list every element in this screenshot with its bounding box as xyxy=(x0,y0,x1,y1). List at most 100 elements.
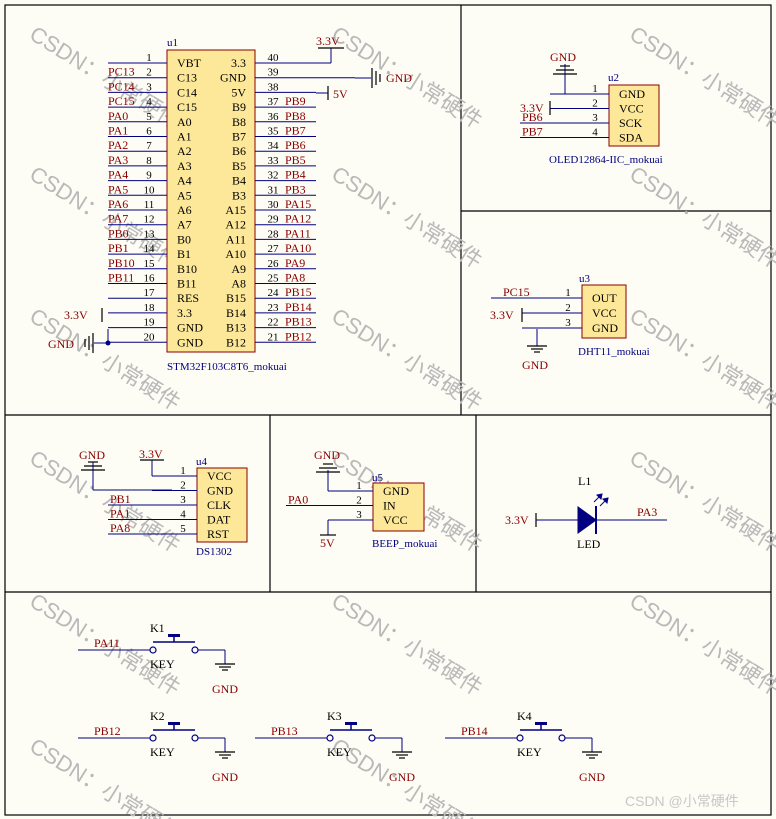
pin-number: 3 xyxy=(356,509,362,521)
pin-label: RST xyxy=(207,527,230,541)
u5-power-5v: 5V xyxy=(320,536,335,550)
net-label-pb5: PB5 xyxy=(285,153,306,167)
net-label-pa6: PA6 xyxy=(108,197,128,211)
pin-label: VBT xyxy=(177,56,202,70)
key-part-name: KEY xyxy=(327,745,352,759)
l1-power-33v: 3.3V xyxy=(505,513,529,527)
pin-label: A10 xyxy=(225,247,246,261)
pin-label: B3 xyxy=(232,188,246,202)
pin-number: 5 xyxy=(180,523,186,535)
l1-part-name: LED xyxy=(577,537,601,551)
switch-contact-icon xyxy=(326,734,334,742)
u3-designator: u3 xyxy=(579,273,591,285)
pin-label: OUT xyxy=(592,291,617,305)
pin-label: A11 xyxy=(226,232,246,246)
pin-number: 3 xyxy=(146,81,152,93)
pin-label: B15 xyxy=(226,291,246,305)
switch-contact-icon xyxy=(516,734,524,742)
u2-power-33v: 3.3V xyxy=(520,101,544,115)
u1-designator: u1 xyxy=(167,37,178,49)
pin-label: GND xyxy=(177,335,203,349)
pin-number: 27 xyxy=(268,243,280,255)
net-label-pa9: PA9 xyxy=(285,256,305,270)
net-label-pb3: PB3 xyxy=(285,182,306,196)
pin-number: 22 xyxy=(268,317,279,329)
u5-body xyxy=(372,482,425,532)
u1-body xyxy=(166,49,256,353)
pin-label: GND xyxy=(220,71,246,85)
pin-number: 18 xyxy=(144,302,156,314)
pin-number: 3 xyxy=(592,112,598,124)
pin-number: 36 xyxy=(268,111,280,123)
u1-part-name: STM32F103C8T6_mokuai xyxy=(167,361,287,373)
net-label-pc14: PC14 xyxy=(108,79,135,93)
pin-label: A1 xyxy=(177,130,192,144)
net-label-pb13: PB13 xyxy=(285,315,312,329)
key-designator: K4 xyxy=(517,709,532,723)
u3-pin-2: 2 VCC xyxy=(522,302,617,320)
key-gnd-label: GND xyxy=(212,682,238,696)
net-label-pa1: PA1 xyxy=(110,507,130,521)
pin-number: 25 xyxy=(268,273,280,285)
pin-number: 10 xyxy=(144,184,156,196)
pin-label: 3.3 xyxy=(231,56,246,70)
u1-pin-22: 22 B13 PB13 xyxy=(226,315,316,335)
key-part-name: KEY xyxy=(517,745,542,759)
net-label-pa11: PA11 xyxy=(285,226,311,240)
pin-number: 23 xyxy=(268,302,280,314)
net-label-pb1: PB1 xyxy=(110,492,131,506)
net-label-pb6: PB6 xyxy=(522,110,543,124)
u5-part-name: BEEP_mokuai xyxy=(372,538,437,550)
u2-gnd-label: GND xyxy=(550,50,576,64)
pin-label: B10 xyxy=(177,262,197,276)
pin-label: B7 xyxy=(232,130,246,144)
key-designator: K1 xyxy=(150,621,165,635)
pin-label: A3 xyxy=(177,159,192,173)
pin-number: 8 xyxy=(146,155,152,167)
key-gnd-label: GND xyxy=(579,770,605,784)
net-label-pc13: PC13 xyxy=(108,65,135,79)
u3-power-33v: 3.3V xyxy=(490,308,514,322)
pin-label: B13 xyxy=(226,321,246,335)
pin-number: 1 xyxy=(180,465,186,477)
pin-number: 2 xyxy=(180,480,186,492)
pin-number: 2 xyxy=(356,495,362,507)
u3-body xyxy=(581,284,627,339)
net-label-pb10: PB10 xyxy=(108,256,135,270)
section-frames xyxy=(4,4,772,816)
pin-label: B11 xyxy=(177,277,197,291)
pin-number: 38 xyxy=(268,81,280,93)
net-label-pc15: PC15 xyxy=(108,94,135,108)
pin-number: 2 xyxy=(565,302,571,314)
light-emission-icon xyxy=(593,493,609,507)
pin-label: GND xyxy=(592,321,618,335)
pin-label: VCC xyxy=(592,306,617,320)
u2-part-name: OLED12864-IIC_mokuai xyxy=(549,154,663,166)
pin-number: 24 xyxy=(268,287,280,299)
net-label-pb15: PB15 xyxy=(285,285,312,299)
